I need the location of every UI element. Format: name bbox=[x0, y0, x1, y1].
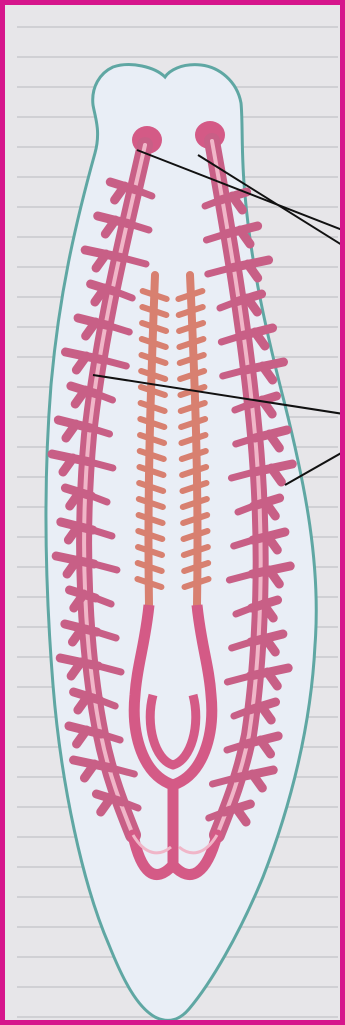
anatomy-diagram bbox=[5, 5, 345, 1025]
